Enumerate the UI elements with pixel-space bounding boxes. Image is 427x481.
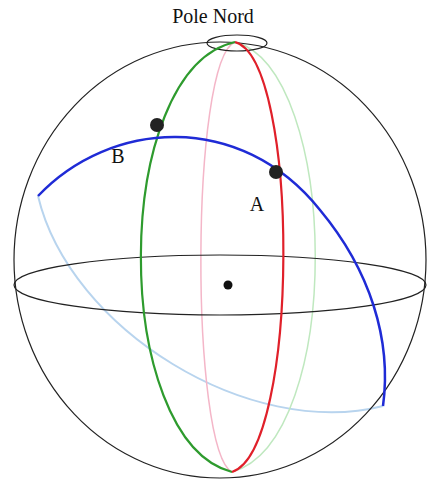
point-b [150, 118, 164, 132]
red-meridian-back [201, 42, 235, 472]
red-meridian [232, 42, 283, 472]
point-label: A [250, 194, 264, 214]
blue-great-circle [38, 137, 385, 406]
sphere-outline [14, 42, 426, 478]
equator [14, 255, 426, 315]
blue-circle-back [38, 196, 383, 412]
center-dot [224, 281, 233, 290]
green-meridian [141, 42, 235, 472]
point-a [269, 165, 283, 179]
pole-label: Pole Nord [172, 6, 254, 26]
point-label: B [111, 146, 124, 166]
